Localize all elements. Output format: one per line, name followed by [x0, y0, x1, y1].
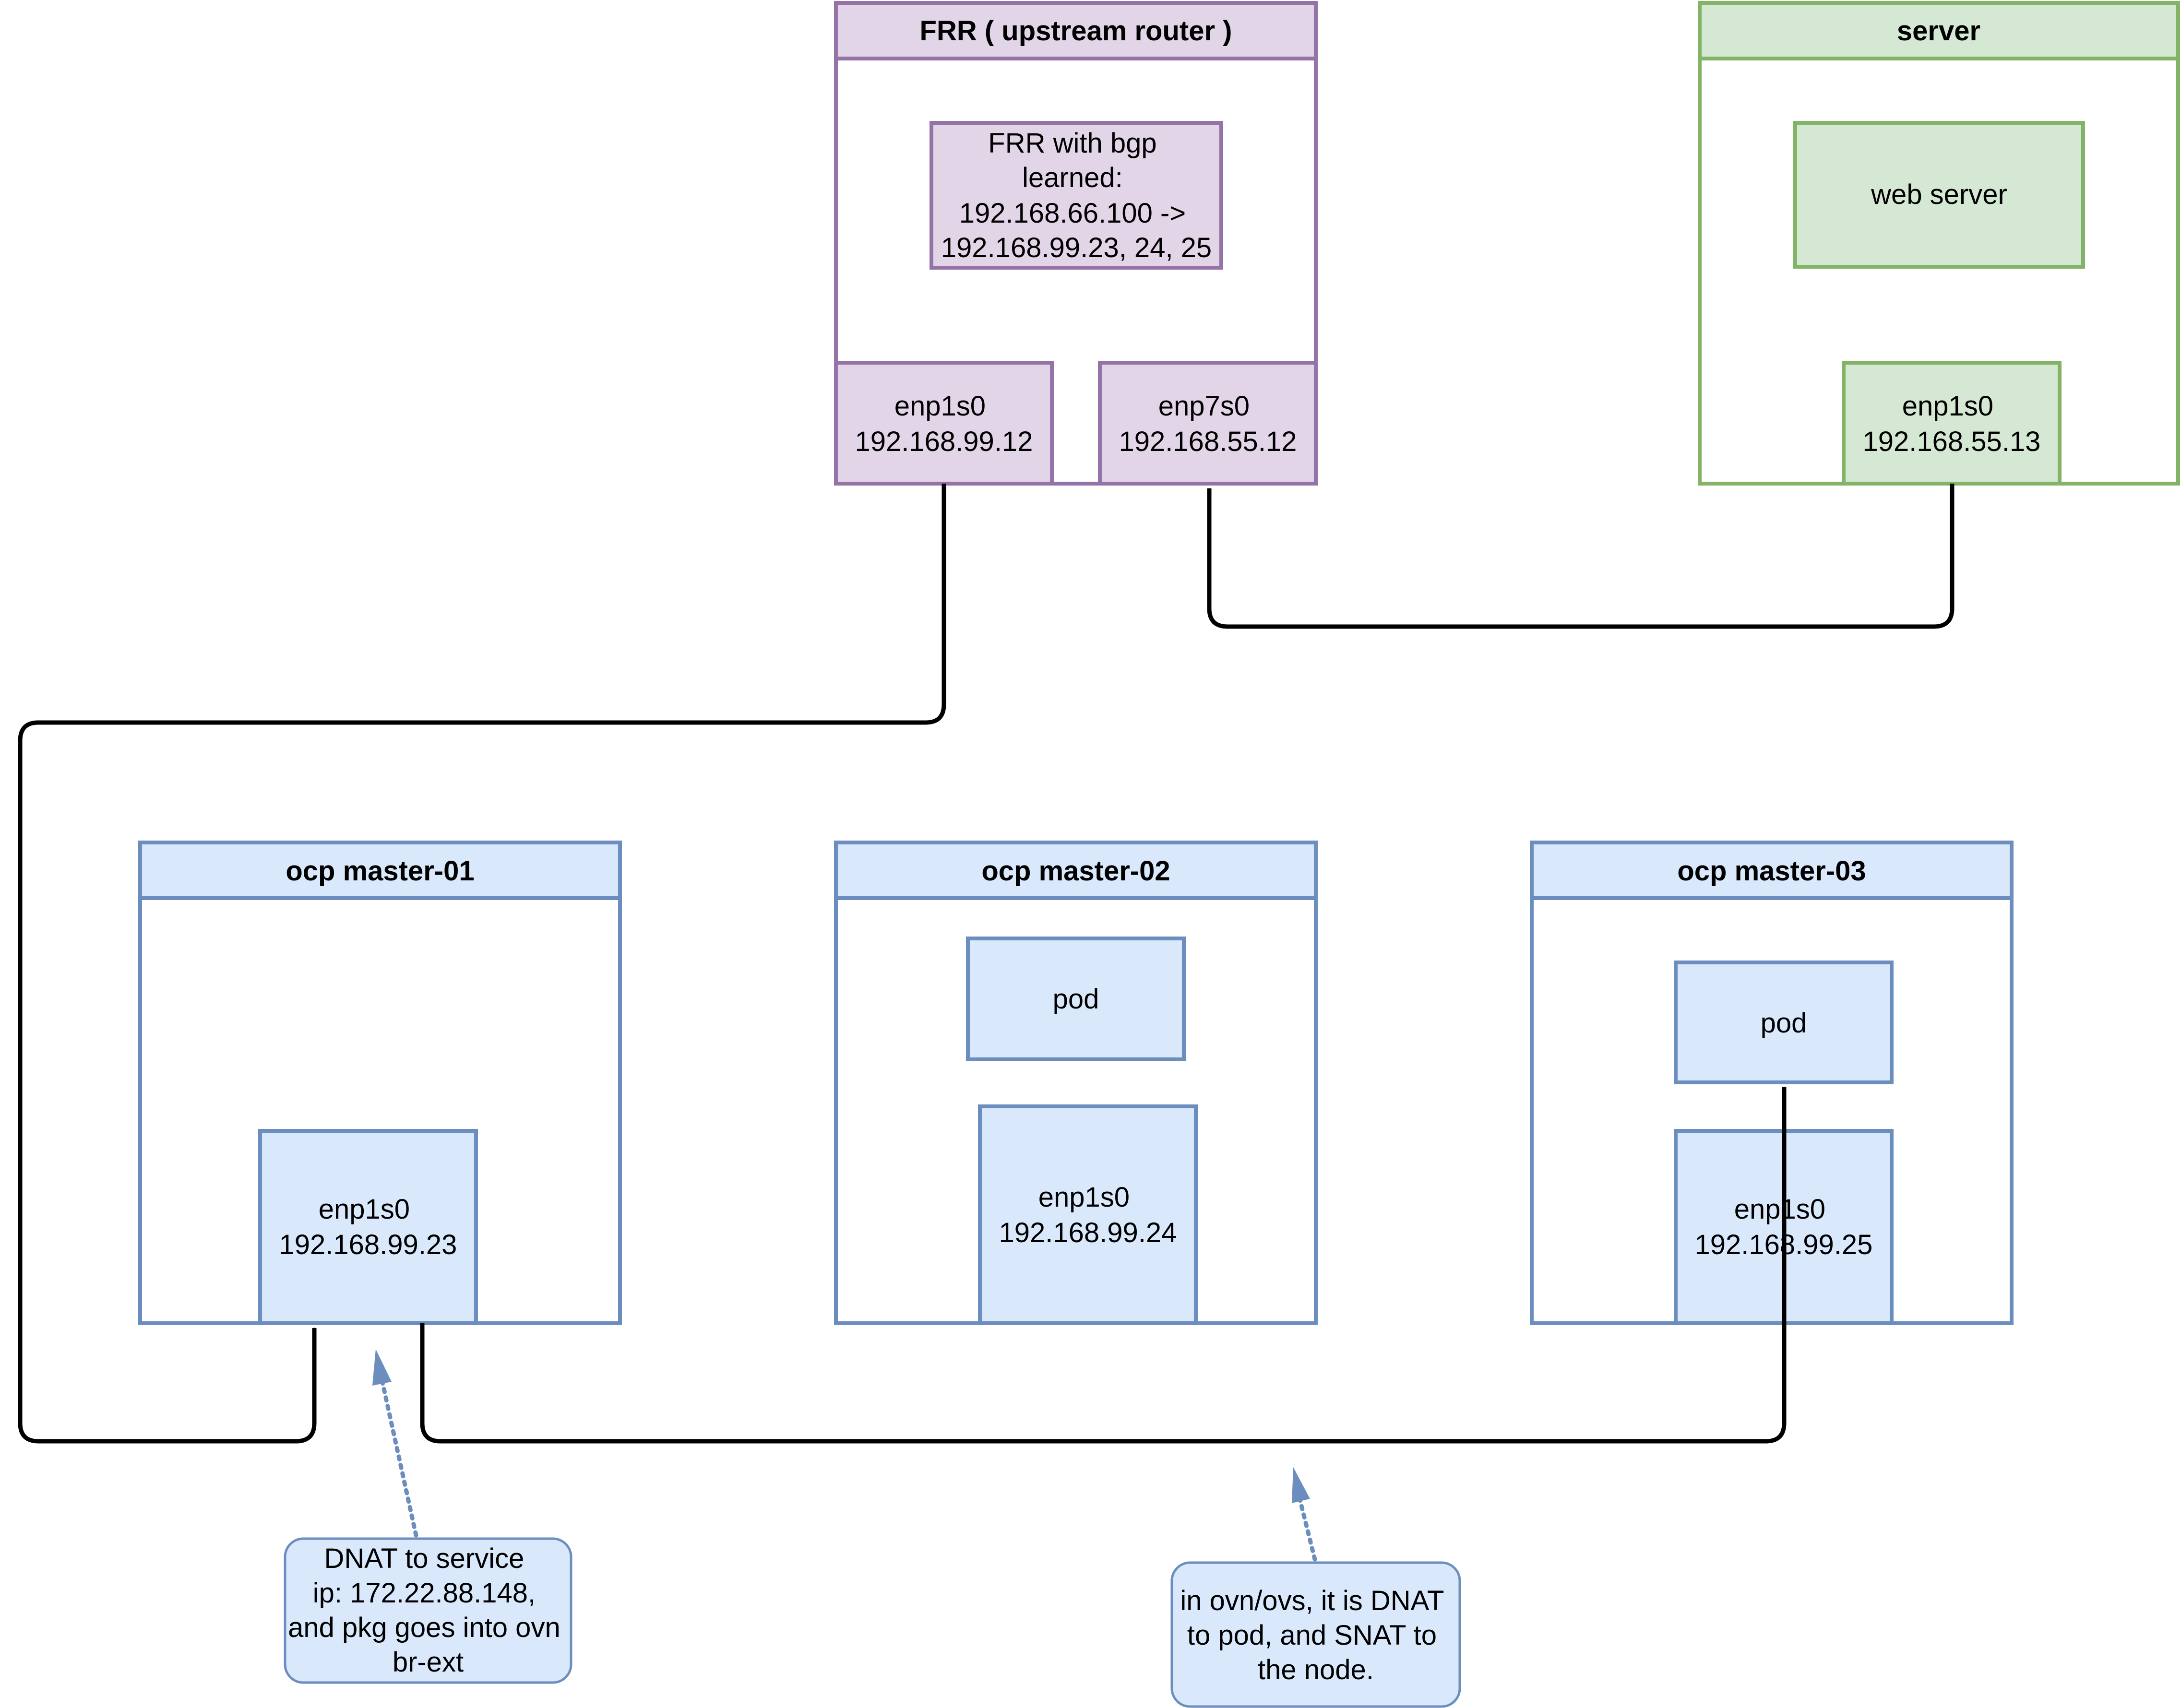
master-01-enp1s0-ip: 192.168.99.23 [279, 1229, 457, 1260]
frr-bgp-line: 192.168.66.100 -> [959, 198, 1186, 229]
note-dnat-service-line: and pkg goes into ovn [288, 1612, 560, 1643]
server-enp1s0-text: enp1s0 192.168.55.13 [1863, 391, 2041, 457]
note-ovn-line: in ovn/ovs, it is DNAT [1180, 1585, 1444, 1616]
note-ovn-line: the node. [1258, 1654, 1374, 1685]
server-enp1s0-ip: 192.168.55.13 [1863, 426, 2041, 457]
frr-enp7s0-ip: 192.168.55.12 [1119, 426, 1297, 457]
frr-enp7s0-box [1098, 361, 1318, 486]
master-02-pod-label: pod [1053, 984, 1099, 1015]
master-02-pod-box [966, 937, 1186, 1061]
frr-enp7s0-text: enp7s0 192.168.55.12 [1119, 391, 1297, 457]
frr-bgp-line: FRR with bgp [988, 128, 1156, 159]
master-01-enp1s0-name: enp1s0 [319, 1194, 410, 1225]
master-03-pod-box [1674, 961, 1894, 1084]
master-01-header [138, 841, 622, 900]
master-01-title: ocp master-01 [286, 855, 474, 887]
web-server-label: web server [1871, 179, 2007, 210]
note-ovn-box [1170, 1561, 1461, 1708]
frr-enp7s0-name: enp7s0 [1158, 391, 1250, 422]
frr-bgp-box [930, 121, 1223, 270]
frr-enp1s0-text: enp1s0 192.168.99.12 [855, 391, 1033, 457]
server-node: server web server enp1s0 192.168.55.13 [1698, 1, 2180, 486]
note-ovn-text: in ovn/ovs, it is DNAT to pod, and SNAT … [1180, 1585, 1451, 1685]
frr-enp1s0-ip: 192.168.99.12 [855, 426, 1033, 457]
frr-header [834, 1, 1318, 60]
flow-master-01-to-master-03-pod [420, 1086, 1787, 1444]
master-02-enp1s0-box [978, 1104, 1198, 1325]
note-dnat-service-arrowhead [372, 1349, 392, 1386]
master-02-enp1s0-ip: 192.168.99.24 [999, 1217, 1177, 1248]
frr-bgp-line: learned: [1022, 162, 1123, 193]
server-enp1s0-box [1842, 361, 2062, 486]
note-ovn-line: to pod, and SNAT to [1187, 1620, 1437, 1651]
frr-enp1s0-box [834, 361, 1054, 486]
frr-bgp-line: 192.168.99.23, 24, 25 [941, 232, 1212, 263]
master-03-header [1530, 841, 2014, 900]
server-title: server [1897, 15, 1980, 47]
master-02-enp1s0-name: enp1s0 [1038, 1182, 1130, 1213]
note-ovn-pointer [1297, 1494, 1317, 1562]
flow-server-to-frr [1207, 484, 1955, 629]
ocp-master-03: ocp master-03 pod enp1s0 192.168.99.25 [1530, 841, 2014, 1325]
frr-title: FRR ( upstream router ) [920, 15, 1232, 47]
master-01-enp1s0-text: enp1s0 192.168.99.23 [279, 1194, 457, 1260]
ocp-master-02: ocp master-02 pod enp1s0 192.168.99.24 [834, 841, 1318, 1325]
note-dnat-service-line: DNAT to service [324, 1543, 524, 1574]
master-02-header [834, 841, 1318, 900]
ocp-master-01: ocp master-01 enp1s0 192.168.99.23 [138, 841, 622, 1325]
note-dnat-service-box [284, 1537, 572, 1684]
note-dnat-service-line: ip: 172.22.88.148, [313, 1578, 536, 1609]
note-dnat-service-pointer [379, 1376, 418, 1538]
master-03-pod-label: pod [1761, 1008, 1807, 1039]
frr-enp1s0-name: enp1s0 [894, 391, 986, 422]
web-server-box [1793, 121, 2085, 269]
note-dnat-service-text: DNAT to service ip: 172.22.88.148, and p… [288, 1543, 568, 1678]
frr-bgp-text: FRR with bgp learned: 192.168.66.100 -> … [941, 128, 1212, 263]
server-enp1s0-name: enp1s0 [1902, 391, 1993, 422]
master-03-title: ocp master-03 [1677, 855, 1866, 887]
server-header [1698, 1, 2180, 60]
note-ovn-dnat: in ovn/ovs, it is DNAT to pod, and SNAT … [1170, 1467, 1461, 1708]
flow-frr-to-master-01 [18, 484, 946, 1444]
master-02-enp1s0-text: enp1s0 192.168.99.24 [999, 1182, 1177, 1248]
note-dnat-service: DNAT to service ip: 172.22.88.148, and p… [284, 1349, 572, 1684]
master-03-enp1s0-name: enp1s0 [1734, 1194, 1825, 1225]
frr-router: FRR ( upstream router ) FRR with bgp lea… [834, 1, 1318, 486]
note-dnat-service-line: br-ext [393, 1647, 464, 1678]
note-ovn-arrowhead [1292, 1467, 1310, 1503]
master-01-enp1s0-box [258, 1129, 478, 1325]
master-02-title: ocp master-02 [981, 855, 1170, 887]
